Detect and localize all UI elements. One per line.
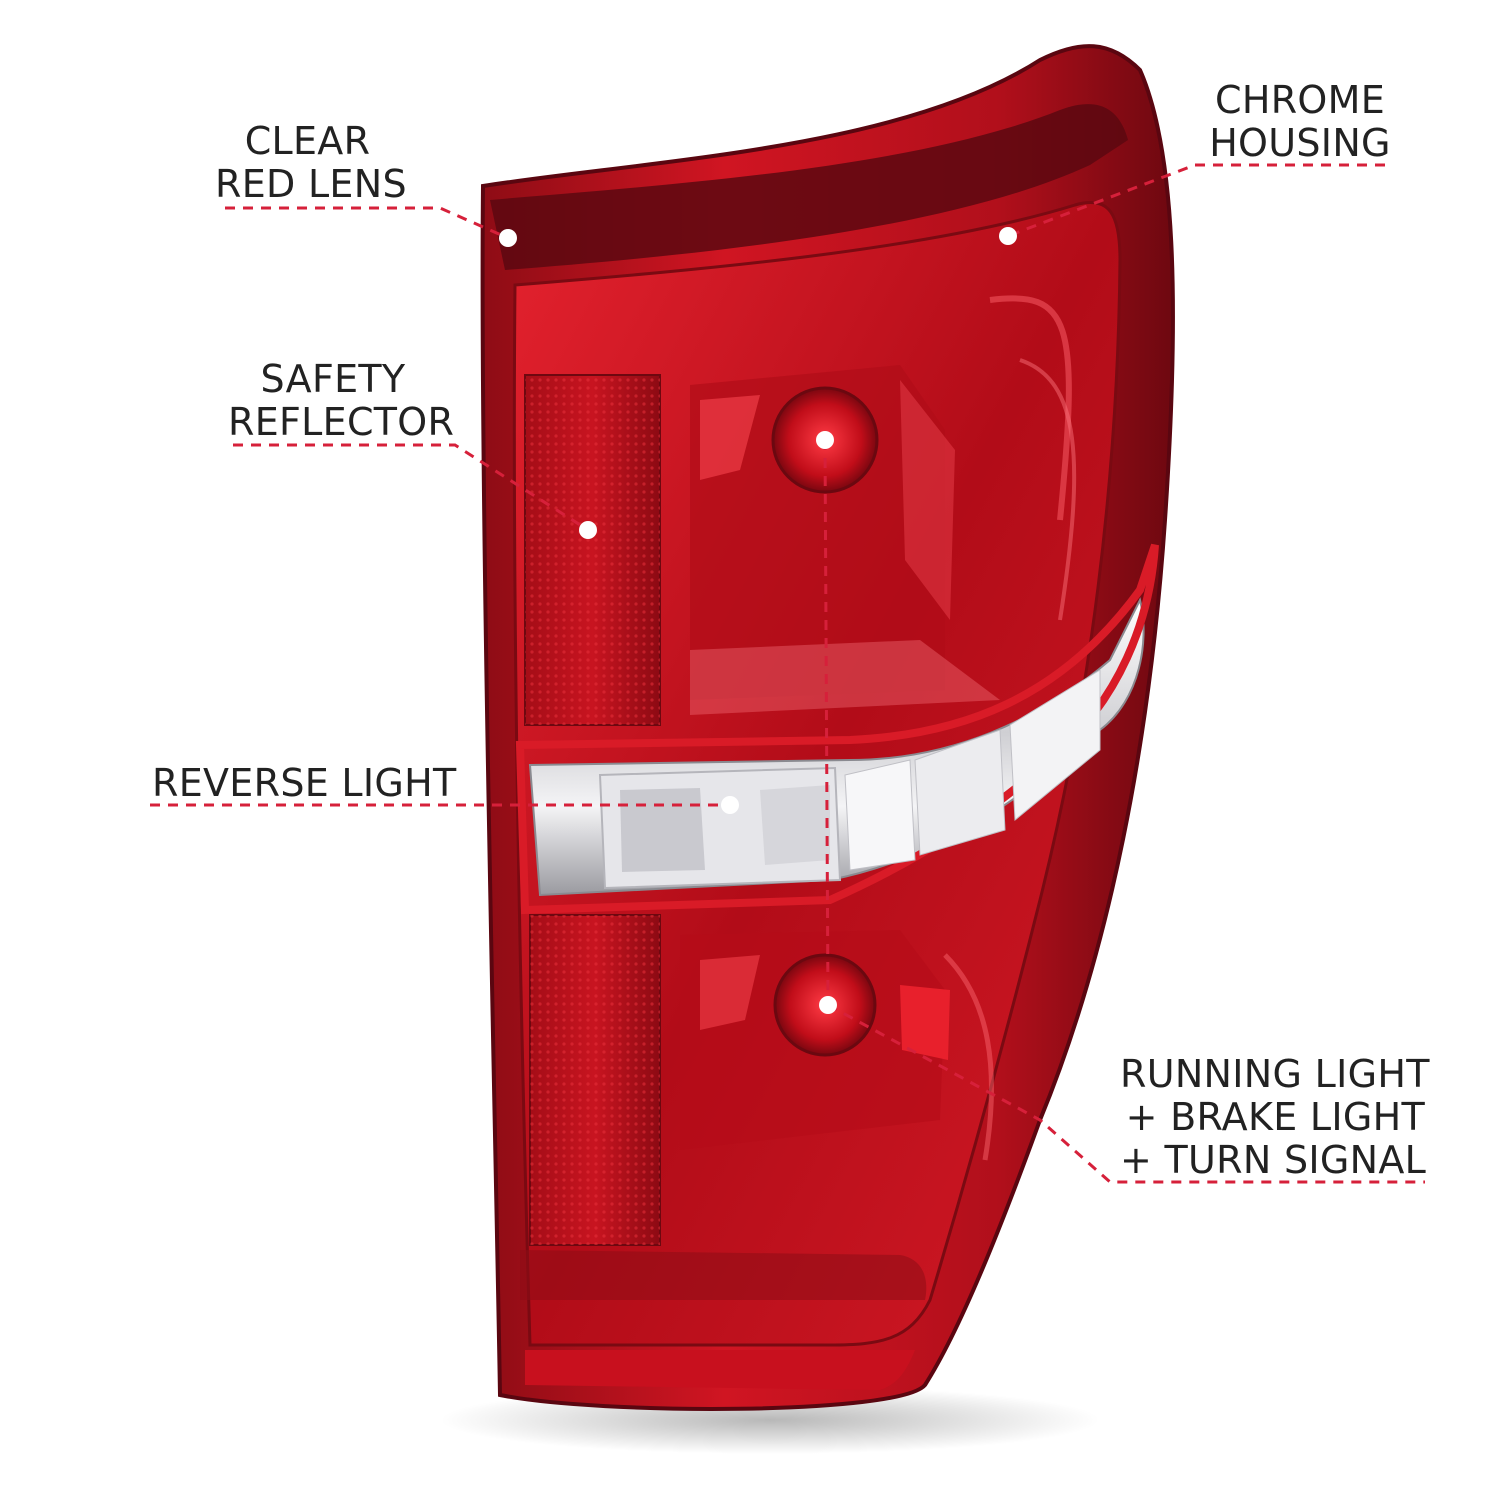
brake-light-line: + BRAKE LIGHT <box>1125 1095 1425 1139</box>
clear-red-lens-line-1: CLEAR <box>244 119 371 163</box>
chrome-housing-line-1: CHROME <box>1214 78 1386 122</box>
safety-reflector-line-2: REFLECTOR <box>228 400 455 444</box>
clear-red-lens-label: CLEAR RED LENS <box>215 119 407 206</box>
running-light-line: RUNNING LIGHT <box>1120 1052 1430 1096</box>
chrome-housing-label: CHROME HOUSING <box>1205 79 1395 165</box>
reverse-light-line-1: REVERSE LIGHT <box>152 761 457 805</box>
running-brake-turn-label: RUNNING LIGHT + BRAKE LIGHT + TURN SIGNA… <box>1120 1052 1430 1182</box>
turn-signal-line: + TURN SIGNAL <box>1120 1138 1427 1182</box>
safety-reflector-line-1: SAFETY <box>260 357 406 401</box>
safety-reflector-label: SAFETY REFLECTOR <box>228 357 455 444</box>
clear-red-lens-line-2: RED LENS <box>215 162 407 206</box>
reverse-light-label: REVERSE LIGHT <box>152 762 457 805</box>
chrome-housing-line-2: HOUSING <box>1209 121 1391 165</box>
